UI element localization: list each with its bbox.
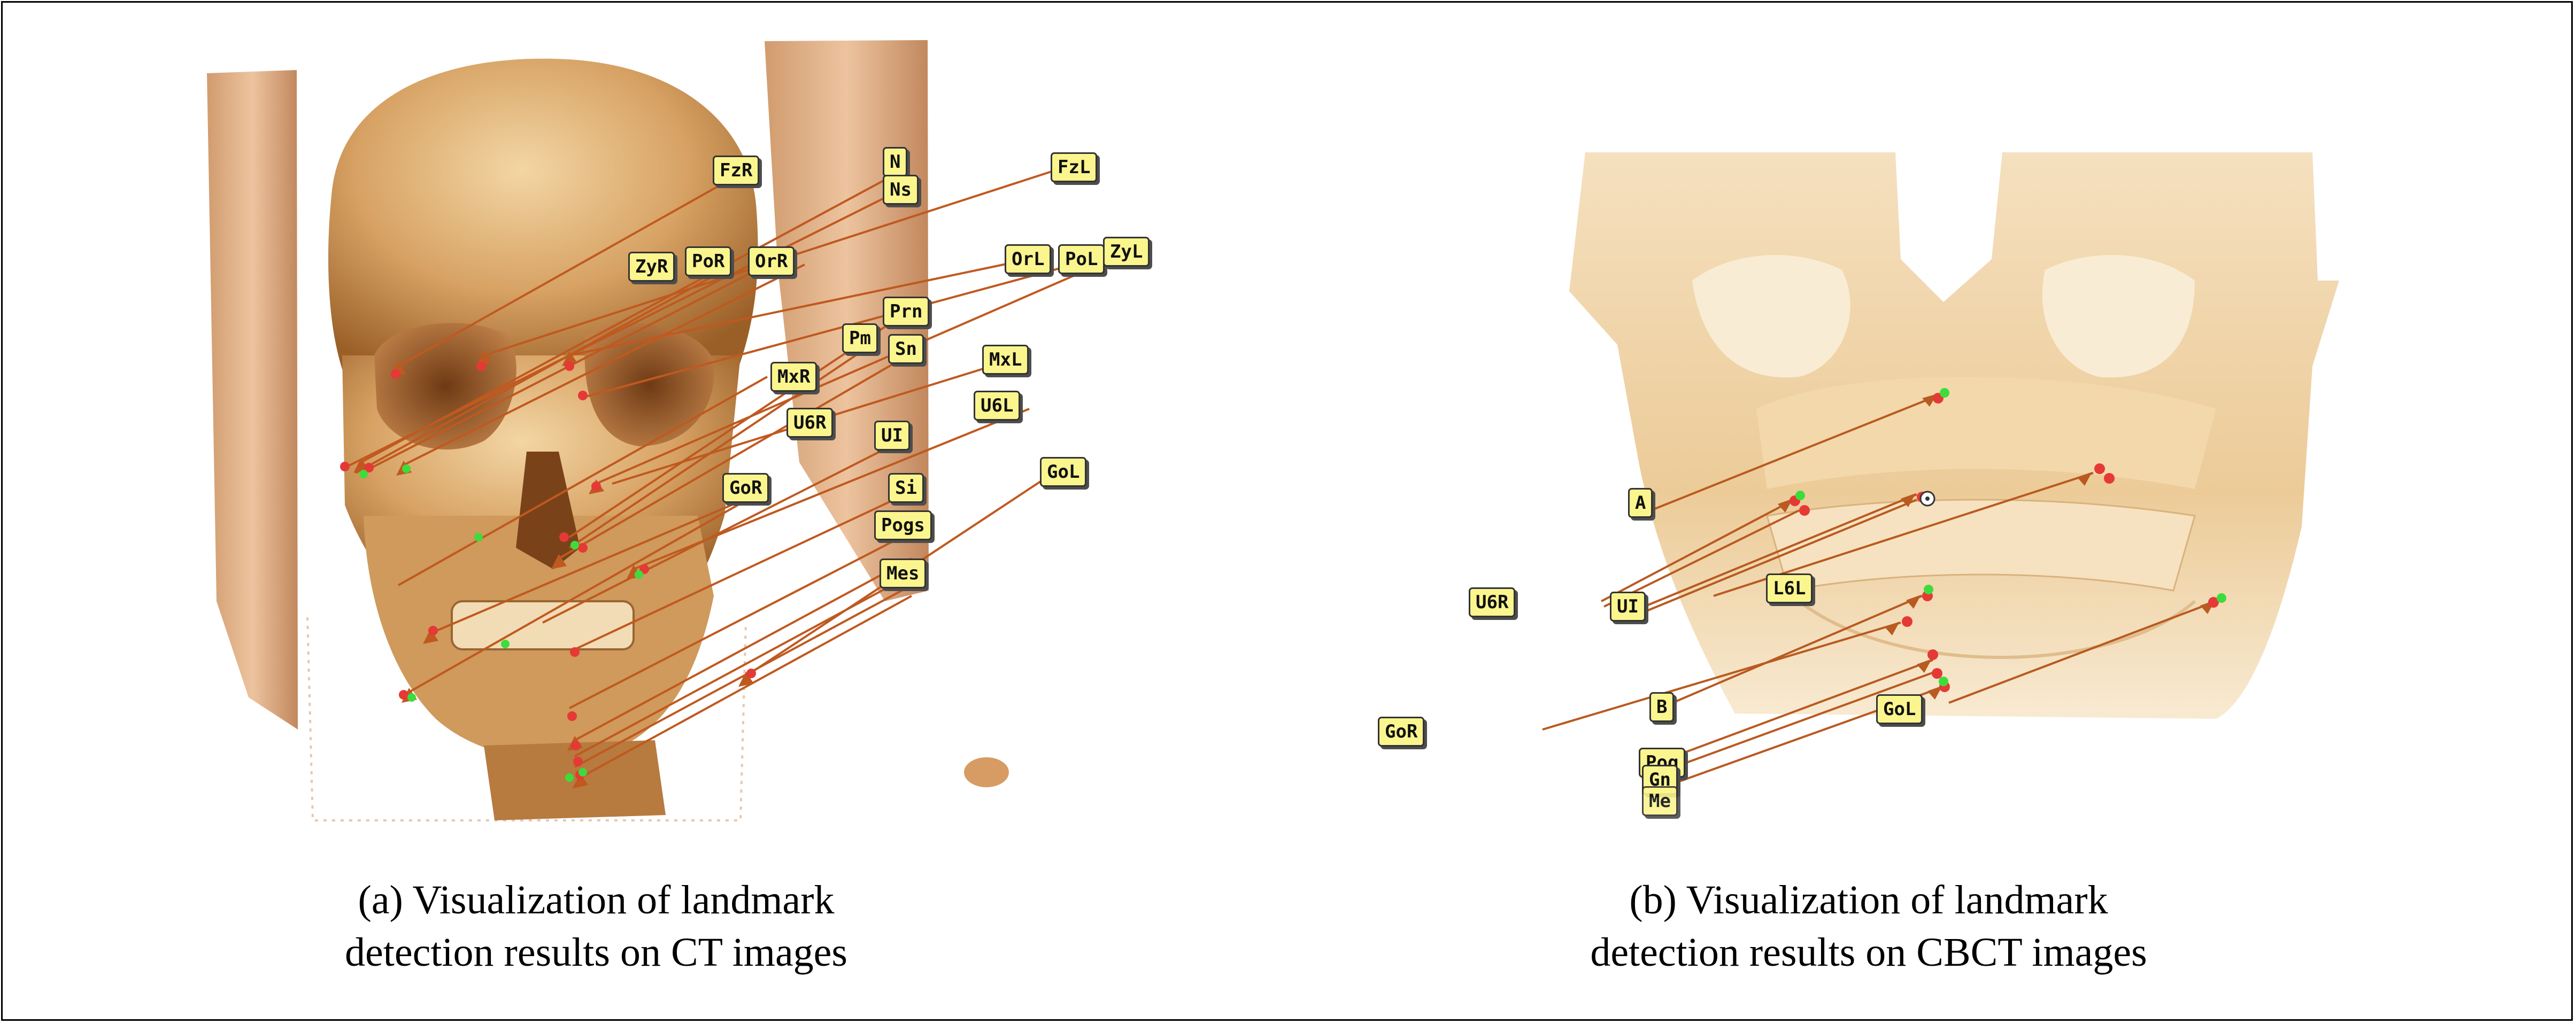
landmark-label-GoR: GoR (1378, 717, 1425, 747)
landmark-label-L6L: L6L (1766, 573, 1813, 603)
landmark-label-Sn: Sn (888, 334, 924, 364)
landmark-label-Ns: Ns (883, 175, 919, 205)
landmark-label-Pogs: Pogs (874, 510, 932, 540)
landmark-label-Prn: Prn (883, 297, 930, 327)
caption-cbct-line1: (b) Visualization of landmark (1629, 878, 2108, 922)
landmark-label-OrR: OrR (748, 246, 795, 276)
landmark-label-OrL: OrL (1005, 244, 1052, 274)
cbct-landmark-annotations (1542, 388, 2226, 789)
landmark-label-MxR: MxR (770, 362, 817, 392)
landmark-label-FzR: FzR (713, 156, 760, 185)
landmark-label-PoR: PoR (685, 246, 732, 276)
caption-ct: (a) Visualization of landmark detection … (184, 874, 1008, 979)
landmark-label-N: N (883, 147, 908, 177)
landmark-label-B: B (1649, 692, 1675, 722)
landmark-label-PoL: PoL (1058, 244, 1105, 274)
landmark-label-GoL: GoL (1876, 694, 1923, 724)
panel-ct: FzR N Ns FzL ZyR PoR OrR OrL PoL ZyL Prn… (184, 35, 1179, 975)
panel-cbct: A U6R UI L6L GoR B GoL Pog Gn Me (b) Vis… (1361, 142, 2451, 975)
landmark-label-ZyL: ZyL (1103, 237, 1150, 267)
caption-cbct-line2: detection results on CBCT images (1590, 930, 2147, 975)
landmark-label-Mes: Mes (880, 558, 927, 588)
landmark-label-U6L: U6L (974, 391, 1021, 421)
landmark-label-GoL: GoL (1040, 457, 1087, 487)
landmark-label-FzL: FzL (1051, 152, 1098, 182)
landmark-label-MxL: MxL (982, 345, 1029, 375)
landmark-label-Me: Me (1642, 786, 1678, 816)
cbct-skull-rendering (1569, 152, 2339, 719)
ct-skull-rendering (207, 40, 1009, 821)
caption-ct-line1: (a) Visualization of landmark (358, 878, 835, 922)
landmark-label-A: A (1628, 488, 1653, 518)
caption-cbct: (b) Visualization of landmark detection … (1457, 874, 2280, 979)
landmark-label-U6R: U6R (786, 408, 834, 438)
landmark-label-GoR: GoR (722, 473, 769, 503)
landmark-label-U6R: U6R (1469, 587, 1516, 617)
landmark-label-Si: Si (888, 473, 924, 503)
ct-landmark-annotations (340, 167, 1137, 788)
landmark-label-ZyR: ZyR (628, 252, 675, 282)
landmark-label-Pm: Pm (842, 323, 878, 353)
landmark-label-UI: UI (1610, 592, 1646, 622)
landmark-label-UI: UI (874, 421, 910, 451)
caption-ct-line2: detection results on CT images (345, 930, 847, 975)
